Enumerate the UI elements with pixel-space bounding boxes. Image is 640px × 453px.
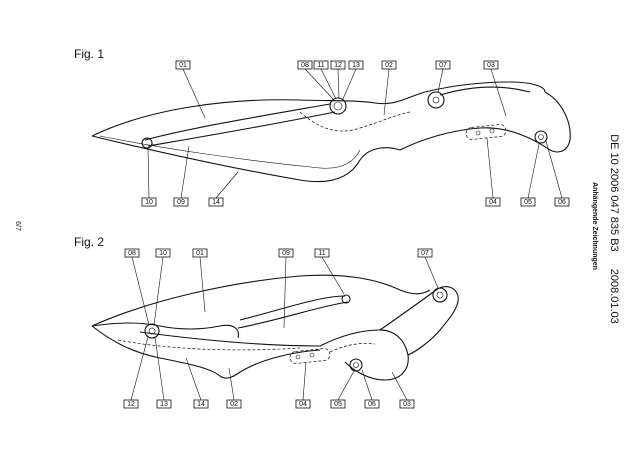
- figure-2-ref-09: 09: [278, 248, 294, 258]
- figure-1-ref-05: 05: [520, 197, 536, 207]
- figure-1-ref-02: 02: [381, 60, 397, 70]
- figure-2-ref-04: 04: [295, 399, 311, 409]
- figure-2-leader-lines: [130, 256, 439, 401]
- svg-text:03: 03: [487, 62, 495, 69]
- svg-text:13: 13: [352, 62, 360, 69]
- figure-1-ref-10: 10: [141, 197, 157, 207]
- page-number: 6/7: [14, 221, 21, 231]
- figure-2-ref-14: 14: [193, 399, 209, 409]
- figure-2-knife-drawing: [91, 274, 459, 381]
- svg-text:02: 02: [230, 401, 238, 408]
- svg-text:14: 14: [197, 401, 205, 408]
- figure-1-ref-14: 14: [208, 197, 224, 207]
- figure-2-ref-12: 12: [123, 399, 139, 409]
- figure-1-ref-08: 08: [297, 60, 313, 70]
- svg-text:13: 13: [160, 401, 168, 408]
- svg-text:11: 11: [317, 62, 324, 69]
- figure-1-ref-13: 13: [348, 60, 364, 70]
- figure-2: Fig. 2: [74, 235, 459, 409]
- svg-text:14: 14: [212, 199, 220, 206]
- figure-2-ref-06: 06: [364, 399, 380, 409]
- svg-text:06: 06: [368, 401, 376, 408]
- svg-text:10: 10: [145, 199, 153, 206]
- figure-2-ref-07: 07: [417, 248, 433, 258]
- figure-1-leader-lines: [147, 68, 563, 199]
- figure-1-ref-06: 06: [554, 197, 570, 207]
- figure-1-ref-01: 01: [175, 60, 191, 70]
- figure-2-ref-13: 13: [156, 399, 172, 409]
- drawings-subtitle: Anhängende Zeichnungen: [591, 182, 598, 270]
- svg-text:07: 07: [421, 250, 429, 257]
- svg-text:04: 04: [489, 199, 497, 206]
- svg-text:02: 02: [385, 62, 393, 69]
- svg-text:01: 01: [179, 62, 187, 69]
- figure-1-ref-03: 03: [483, 60, 499, 70]
- patent-date: 2008.01.03: [608, 269, 620, 324]
- figure-1-label: Fig. 1: [74, 47, 104, 61]
- figure-2-ref-01: 01: [192, 248, 208, 258]
- svg-text:04: 04: [299, 401, 307, 408]
- svg-text:11: 11: [318, 250, 325, 257]
- svg-text:05: 05: [334, 401, 342, 408]
- figure-1-ref-09: 09: [173, 197, 189, 207]
- figure-2-ref-10: 10: [155, 248, 171, 258]
- svg-text:08: 08: [301, 62, 309, 69]
- figure-1-ref-04: 04: [485, 197, 501, 207]
- svg-text:09: 09: [282, 250, 290, 257]
- figure-1-ref-07: 07: [435, 60, 451, 70]
- svg-text:06: 06: [558, 199, 566, 206]
- svg-text:12: 12: [334, 62, 342, 69]
- figure-2-ref-03: 03: [399, 399, 415, 409]
- figure-1-ref-12: 12: [330, 60, 346, 70]
- figure-1: Fig. 1: [74, 47, 571, 207]
- figure-1-ref-11: 11: [313, 60, 329, 70]
- svg-text:09: 09: [177, 199, 185, 206]
- svg-text:08: 08: [128, 250, 136, 257]
- figure-2-label: Fig. 2: [74, 235, 104, 249]
- figure-2-ref-02: 02: [226, 399, 242, 409]
- svg-text:07: 07: [439, 62, 447, 69]
- figure-2-ref-08: 08: [124, 248, 140, 258]
- figure-2-ref-05: 05: [330, 399, 346, 409]
- svg-text:05: 05: [524, 199, 532, 206]
- svg-text:12: 12: [127, 401, 135, 408]
- figure-1-knife-drawing: [91, 81, 571, 183]
- svg-text:10: 10: [159, 250, 167, 257]
- svg-text:03: 03: [403, 401, 411, 408]
- patent-id: DE 10 2006 047 835 B3: [608, 134, 620, 251]
- figure-2-ref-11: 11: [314, 248, 330, 258]
- patent-header: DE 10 2006 047 835 B3 2008.01.03: [608, 134, 620, 324]
- svg-text:01: 01: [196, 250, 204, 257]
